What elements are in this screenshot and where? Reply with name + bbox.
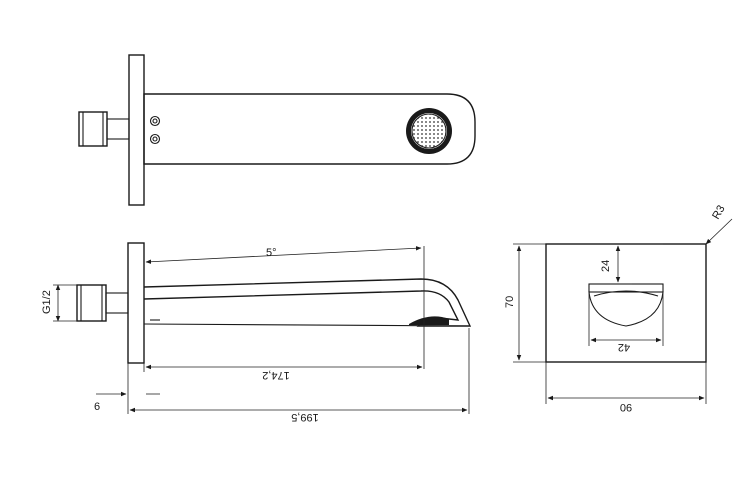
total-length-label: 199,5 [291, 411, 319, 423]
top-connector-pipe [106, 118, 130, 140]
front-view: 24 70 42 90 R3 [504, 203, 733, 413]
screw-icon [149, 133, 161, 145]
corner-radius-label: R3 [710, 203, 727, 221]
side-wall-plate [127, 242, 145, 364]
plate-width-label: 90 [620, 401, 632, 413]
plate-thickness-label: 6 [94, 401, 100, 413]
spout-length-label: 174,2 [262, 369, 290, 381]
front-outlet-opening [588, 291, 664, 327]
screw-icon [149, 115, 161, 127]
angle-label: 5° [266, 247, 277, 259]
side-connector-pipe [105, 292, 129, 314]
outlet-width-label: 42 [618, 341, 630, 353]
top-wall-plate [128, 54, 145, 206]
outlet-height-label: 24 [600, 260, 612, 272]
top-spout-body [143, 93, 476, 165]
aerator-icon [406, 108, 452, 154]
thread-label: G1/2 [41, 290, 53, 314]
top-view [78, 54, 476, 206]
plate-height-label: 70 [504, 296, 516, 308]
side-view: 5° G1/2 174,2 6 199,5 [41, 242, 472, 423]
